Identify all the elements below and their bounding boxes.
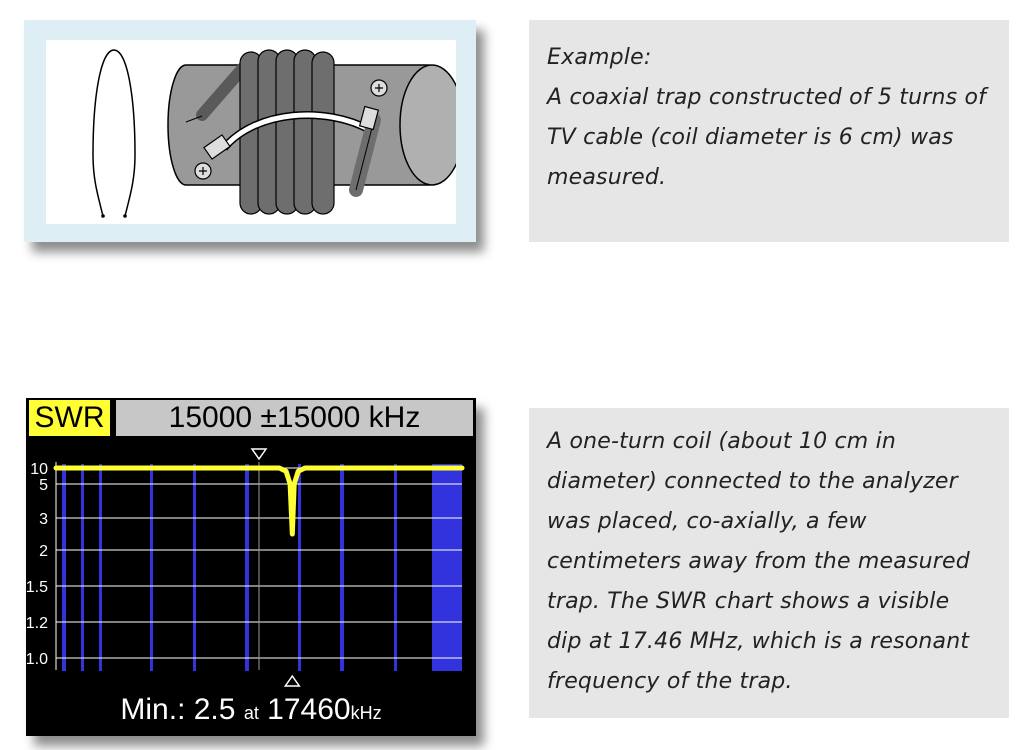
- y-tick-label: 3: [39, 511, 48, 528]
- interference-band: [340, 464, 344, 671]
- min-prefix: Min.:: [120, 693, 194, 726]
- y-tick-label: 10: [30, 461, 48, 478]
- description-text: A one-turn coil (about 10 cm in diameter…: [547, 429, 970, 694]
- frequency-marker-icon: [283, 674, 301, 687]
- interference-band: [432, 464, 462, 671]
- interference-band: [81, 464, 84, 671]
- y-tick-label: 5: [39, 477, 48, 494]
- illustration-canvas: [46, 40, 465, 224]
- one-turn-loop-icon: [92, 49, 136, 217]
- terminal-lug-icon: [194, 79, 388, 180]
- description-text-box: A one-turn coil (about 10 cm in diameter…: [529, 408, 1009, 718]
- interference-band: [193, 464, 196, 671]
- trap-illustration: [24, 20, 476, 242]
- interference-band: [245, 464, 249, 671]
- min-value: 2.5: [193, 693, 236, 726]
- y-tick-label: 1.2: [26, 615, 48, 632]
- min-at: at: [243, 703, 259, 723]
- min-frequency: 17460: [267, 693, 351, 726]
- example-heading: Example:: [547, 45, 652, 70]
- example-text: A coaxial trap constructed of 5 turns of…: [547, 85, 987, 190]
- interference-band: [298, 464, 301, 671]
- interference-band: [394, 464, 397, 671]
- min-readout: Min.: 2.5 at 17460kHz: [26, 690, 476, 733]
- interference-band: [99, 464, 102, 671]
- coaxial-trap-drawing: [92, 49, 465, 218]
- interference-band: [150, 464, 153, 671]
- mode-label: SWR: [29, 400, 110, 436]
- min-unit: kHz: [350, 703, 382, 723]
- frequency-label: 15000 ±15000 kHz: [116, 400, 473, 436]
- cable-turns-icon: [239, 49, 335, 215]
- y-tick-label: 2: [39, 543, 48, 560]
- y-tick-label: 1.0: [26, 651, 48, 668]
- y-tick-label: 1.5: [26, 579, 48, 596]
- swr-chart: 105 3 2 1.5 1.2 1.0: [26, 448, 465, 687]
- center-marker-top-icon: [250, 448, 268, 461]
- example-text-box: Example: A coaxial trap constructed of 5…: [529, 20, 1009, 242]
- swr-trace: [53, 465, 465, 537]
- interference-band: [62, 464, 66, 671]
